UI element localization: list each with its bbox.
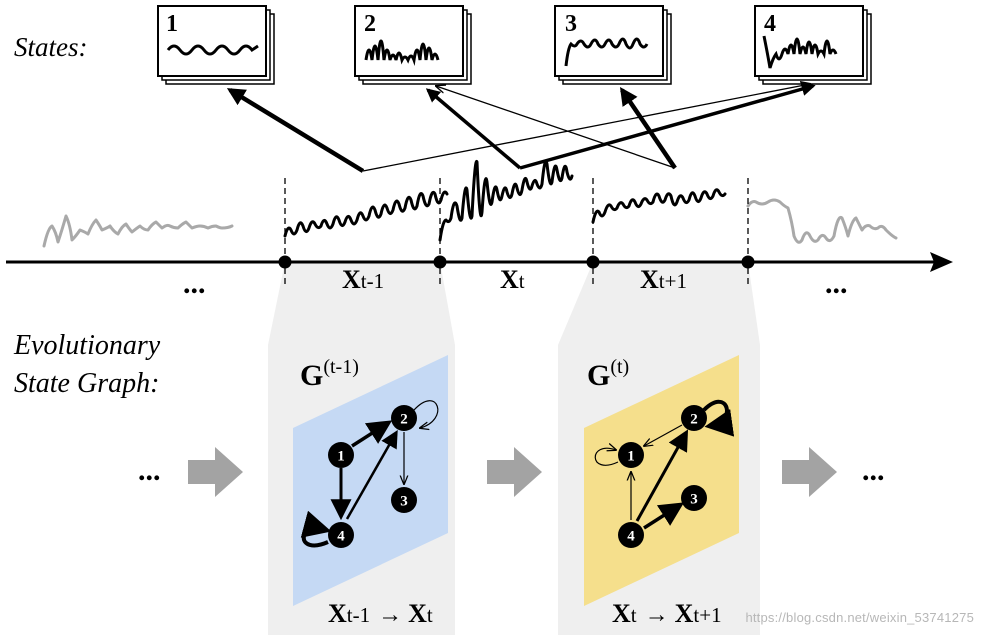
signal-segment-t+1 — [591, 188, 727, 224]
signal-right-context — [746, 198, 898, 244]
graph-title: G(t) — [587, 356, 629, 392]
esg-label-line1: Evolutionary — [13, 330, 161, 361]
segment-to-state-arrows — [226, 82, 816, 173]
signal-left-context — [42, 214, 234, 248]
graph-node-2: 2 — [681, 405, 707, 431]
graph-t-1: G(t-1) 1 2 3 4 Xt-1→Xt — [293, 355, 448, 628]
svg-text:2: 2 — [400, 412, 408, 428]
svg-text:3: 3 — [400, 494, 408, 510]
ellipsis-right-graphs: ... — [862, 454, 885, 487]
state-card-number: 4 — [764, 11, 776, 37]
svg-text:1: 1 — [337, 449, 345, 465]
self-loop-4 — [300, 510, 332, 548]
states-label: States: — [14, 32, 88, 62]
time-series-signal — [42, 160, 898, 248]
edge-4-to-2 — [345, 429, 398, 520]
svg-text:2: 2 — [690, 412, 698, 428]
state-card-4: 4 — [754, 5, 872, 85]
graph-node-1: 1 — [618, 442, 644, 468]
evolution-arrow-1 — [188, 447, 243, 497]
arrow-seg3-to-state2 — [436, 86, 676, 169]
graph-title: G(t-1) — [300, 356, 359, 392]
graph-caption: Xt-1→Xt — [328, 599, 433, 628]
svg-text:4: 4 — [627, 529, 635, 545]
state-waveform-2 — [364, 39, 440, 66]
graph-caption: Xt→Xt+1 — [612, 599, 722, 628]
state-waveform-1 — [166, 44, 259, 56]
svg-text:3: 3 — [690, 492, 698, 508]
signal-segment-t — [438, 160, 574, 242]
time-axis-arrowhead — [930, 252, 953, 272]
segment-label-t+1: Xt+1 — [640, 265, 687, 294]
edge-1-to-2 — [351, 420, 393, 448]
state-card-number: 3 — [565, 11, 577, 37]
segment-label-t-1: Xt-1 — [342, 265, 384, 294]
state-card-number: 1 — [166, 11, 178, 37]
watermark-text: https://blog.csdn.net/weixin_53741275 — [745, 610, 974, 625]
time-axis — [6, 252, 953, 272]
state-card-3: 3 — [554, 5, 672, 85]
evolution-arrow-2 — [487, 447, 542, 497]
arrow-seg2-to-state4 — [519, 82, 816, 170]
state-waveform-3 — [564, 37, 649, 67]
esg-label-line2: State Graph: — [14, 368, 159, 399]
graph-node-2: 2 — [391, 405, 417, 431]
arrow-seg1-to-state1 — [226, 88, 365, 173]
self-loop-2 — [413, 400, 439, 428]
graph-node-1: 1 — [328, 442, 354, 468]
arrow-seg3-to-state3 — [619, 87, 677, 170]
signal-segment-t-1 — [283, 190, 449, 238]
segment-label-t: Xt — [500, 265, 525, 294]
self-loop-2 — [702, 400, 735, 437]
state-card-number: 2 — [364, 11, 376, 37]
self-loop-1 — [594, 448, 618, 466]
svg-text:1: 1 — [627, 449, 635, 465]
state-card-2: 2 — [354, 5, 472, 85]
graph-t: G(t) 1 2 3 4 Xt→Xt+1 — [584, 355, 739, 628]
arrow-seg1-to-state4 — [362, 84, 810, 172]
state-waveform-4 — [762, 35, 838, 69]
edge-4-to-2 — [635, 429, 689, 522]
ellipsis-right-timeline: ... — [825, 267, 848, 300]
state-card-1: 1 — [157, 5, 275, 85]
evolution-arrow-3 — [782, 447, 837, 497]
graph-node-4: 4 — [618, 522, 644, 548]
svg-text:4: 4 — [337, 529, 345, 545]
graph-node-4: 4 — [328, 522, 354, 548]
graph-node-3: 3 — [681, 485, 707, 511]
ellipsis-left-graphs: ... — [138, 454, 161, 487]
edge-2-to-1 — [644, 424, 683, 446]
edge-4-to-3 — [643, 502, 685, 530]
arrow-seg2-to-state2 — [425, 88, 522, 170]
graph-node-3: 3 — [391, 487, 417, 513]
segment-dividers — [284, 178, 749, 288]
ellipsis-left-timeline: ... — [183, 267, 206, 300]
